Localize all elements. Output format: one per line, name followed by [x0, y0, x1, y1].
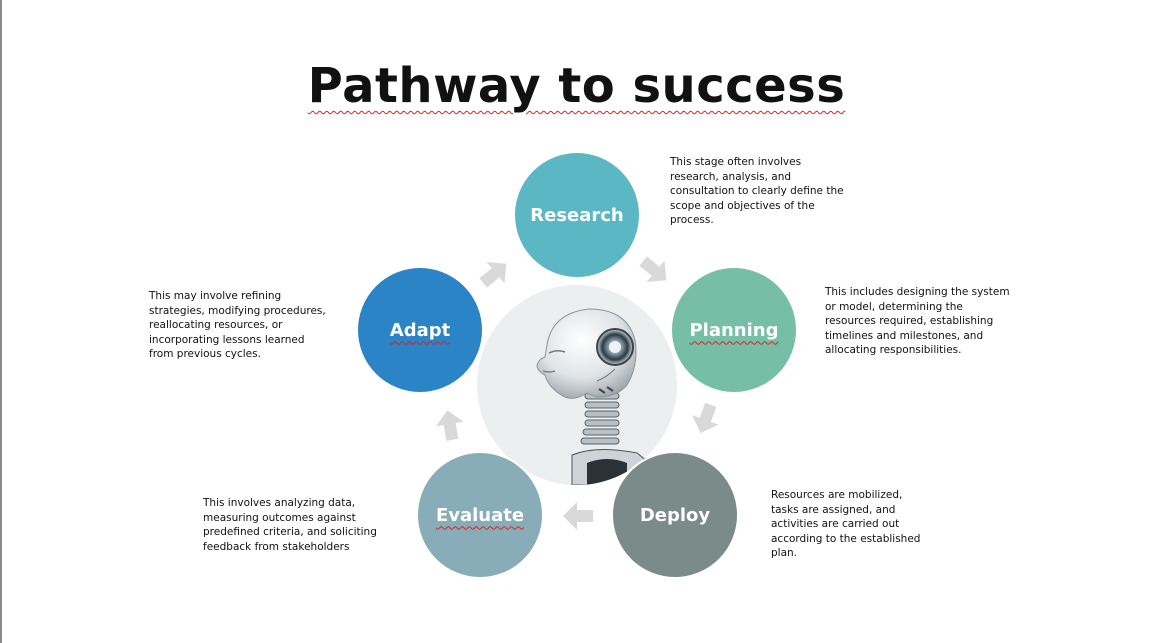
stage-deploy-circle[interactable]: Deploy: [611, 451, 739, 579]
adapt-description: This may involve refining strategies, mo…: [149, 290, 326, 360]
arrow-adapt-to-research-icon: [479, 261, 507, 288]
arrow-research-to-planning-icon: [639, 256, 667, 283]
stage-adapt-circle[interactable]: Adapt: [356, 266, 484, 394]
deploy-description: Resources are mobilized, tasks are assig…: [771, 489, 921, 559]
arrow-evaluate-to-adapt-icon: [435, 410, 464, 441]
title-text: Pathway to success: [307, 58, 846, 114]
research-description: This stage often involves research, anal…: [670, 156, 844, 226]
stage-planning-label: Planning: [689, 319, 779, 341]
robot-image: [477, 285, 677, 485]
stage-planning-circle[interactable]: Planning: [670, 266, 798, 394]
stage-research-circle[interactable]: Research: [513, 151, 641, 279]
stage-adapt-label: Adapt: [389, 319, 451, 341]
stage-evaluate-label: Evaluate: [435, 504, 525, 526]
planning-description: This includes designing the system or mo…: [825, 286, 1010, 356]
page-title: Pathway to success: [2, 58, 1149, 114]
stage-research-label: Research: [530, 204, 624, 226]
arrow-planning-to-deploy-icon: [692, 402, 719, 434]
evaluate-description: This involves analyzing data, measuring …: [203, 497, 377, 553]
stage-evaluate-circle[interactable]: Evaluate: [416, 451, 544, 579]
arrow-deploy-to-evaluate-icon: [563, 502, 593, 530]
robot-head-icon: [536, 308, 677, 485]
stage-deploy-label: Deploy: [639, 504, 711, 526]
